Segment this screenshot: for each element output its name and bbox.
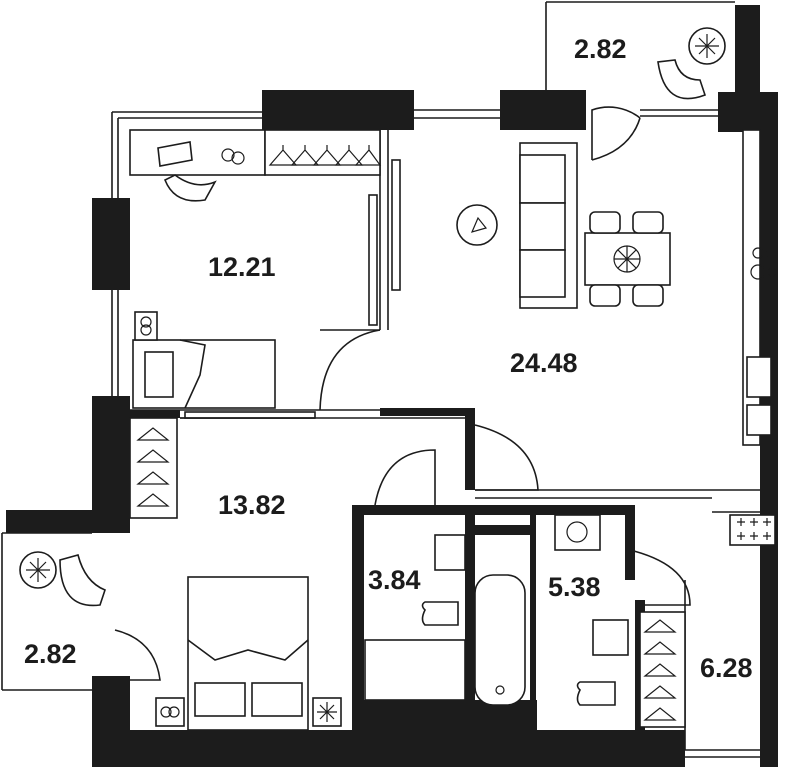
door-swings xyxy=(114,106,691,681)
area-balcony-left: 2.82 xyxy=(24,639,77,669)
wc-sink xyxy=(592,619,629,656)
area-bedroom: 13.82 xyxy=(218,490,286,520)
area-balcony-top: 2.82 xyxy=(574,34,627,64)
area-labels: 2.82 12.21 24.48 13.82 3.84 5.38 6.28 2.… xyxy=(24,34,753,683)
toilet-wc xyxy=(576,681,616,706)
coffee-table xyxy=(456,204,498,246)
cups-icon xyxy=(221,148,235,162)
double-bed xyxy=(187,576,309,731)
armchair-top xyxy=(657,27,726,100)
bath-sink xyxy=(434,534,466,571)
stars-icon xyxy=(737,518,771,540)
hangers-bedroom-icon xyxy=(136,427,170,507)
area-living-kitchen: 24.48 xyxy=(510,348,578,378)
hall-panel xyxy=(729,514,776,546)
area-wc: 5.38 xyxy=(548,572,601,602)
area-bathroom: 3.84 xyxy=(368,565,421,595)
chair-icon xyxy=(163,174,217,202)
laptop-icon xyxy=(157,141,193,167)
washing-machine xyxy=(554,514,601,551)
toilet-bath xyxy=(421,601,459,626)
hangers-study-icon xyxy=(268,145,382,166)
hangers-hall-icon xyxy=(643,619,677,721)
hob-icon xyxy=(750,247,778,280)
furniture xyxy=(19,27,778,731)
flower-icon xyxy=(613,245,641,273)
bathtub-bath xyxy=(364,639,466,701)
wardrobe-hall xyxy=(639,611,686,728)
wardrobe-study xyxy=(264,129,381,176)
nightstand-left xyxy=(155,697,185,727)
armchair-left xyxy=(19,551,106,607)
snowflake-icon xyxy=(760,138,770,177)
area-study: 12.21 xyxy=(208,252,276,282)
walls xyxy=(6,5,778,767)
nightstand-study xyxy=(134,311,158,341)
desk xyxy=(129,129,266,176)
kitchen-sink xyxy=(746,356,772,398)
bathtub-wc xyxy=(474,574,526,706)
sofa xyxy=(519,142,578,309)
area-hallway: 6.28 xyxy=(700,653,753,683)
wardrobe-bedroom xyxy=(129,417,178,519)
